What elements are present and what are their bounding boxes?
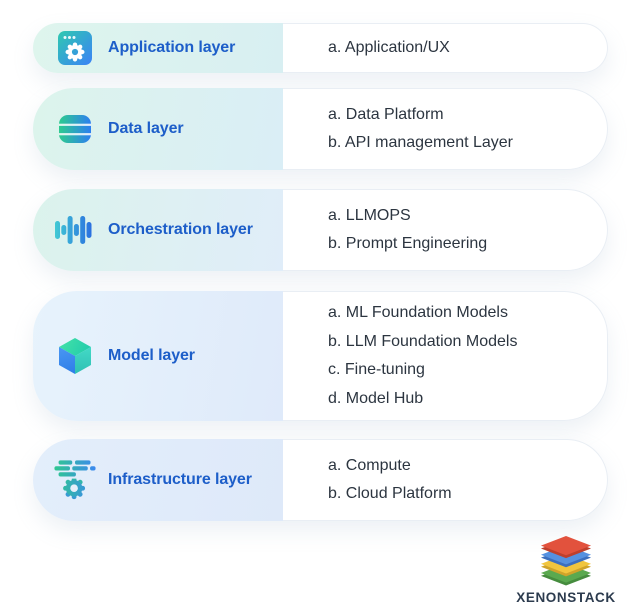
xenonstack-logo-icon [540, 535, 592, 586]
layer-label: Data layer [108, 120, 184, 137]
data-label-panel: Data layer [33, 88, 283, 170]
layer-item: b. Cloud Platform [328, 485, 452, 502]
data-items-panel: a. Data Platform b. API management Layer [283, 88, 608, 170]
layer-row-application: Application layer a. Application/UX [33, 23, 608, 73]
layer-item: a. Application/UX [328, 38, 450, 56]
layer-item: b. LLM Foundation Models [328, 332, 518, 350]
layer-row-data: Data layer a. Data Platform b. API manag… [33, 88, 608, 170]
layers-diagram: Application layer a. Application/UX [33, 23, 608, 521]
application-label-panel: Application layer [33, 23, 283, 73]
infrastructure-items-panel: a. Compute b. Cloud Platform [283, 439, 608, 521]
app-window-gear-icon [54, 29, 96, 67]
layer-label: Orchestration layer [108, 221, 253, 238]
xenonstack-logo: XENONSTACK [506, 535, 626, 605]
layer-item: a. LLMOPS [328, 206, 411, 224]
xenonstack-wordmark: XENONSTACK [516, 590, 616, 605]
layer-item: b. Prompt Engineering [328, 235, 488, 252]
layer-item: a. ML Foundation Models [328, 304, 508, 321]
layer-row-model: Model layer a. ML Foundation Models b. L… [33, 291, 608, 421]
orchestration-label-panel: Orchestration layer [33, 189, 283, 271]
database-icon [54, 112, 96, 146]
audio-wave-icon [54, 213, 96, 247]
bricks-gear-icon [54, 458, 96, 502]
orchestration-items-panel: a. LLMOPS b. Prompt Engineering [283, 189, 608, 271]
layer-label: Infrastructure layer [108, 471, 252, 488]
infrastructure-label-panel: Infrastructure layer [33, 439, 283, 521]
layer-row-infrastructure: Infrastructure layer a. Compute b. Cloud… [33, 439, 608, 521]
cube-3d-icon [54, 335, 96, 377]
layer-item: b. API management Layer [328, 134, 513, 151]
model-label-panel: Model layer [33, 291, 283, 421]
layer-item: a. Compute [328, 456, 411, 474]
layer-row-orchestration: Orchestration layer a. LLMOPS b. Prompt … [33, 189, 608, 271]
application-items-panel: a. Application/UX [283, 23, 608, 73]
layer-item: d. Model Hub [328, 389, 424, 407]
model-items-panel: a. ML Foundation Models b. LLM Foundatio… [283, 291, 608, 421]
layer-item: a. Data Platform [328, 105, 444, 123]
layer-label: Application layer [108, 39, 236, 56]
layer-label: Model layer [108, 347, 195, 364]
layer-item: c. Fine-tuning [328, 361, 425, 378]
